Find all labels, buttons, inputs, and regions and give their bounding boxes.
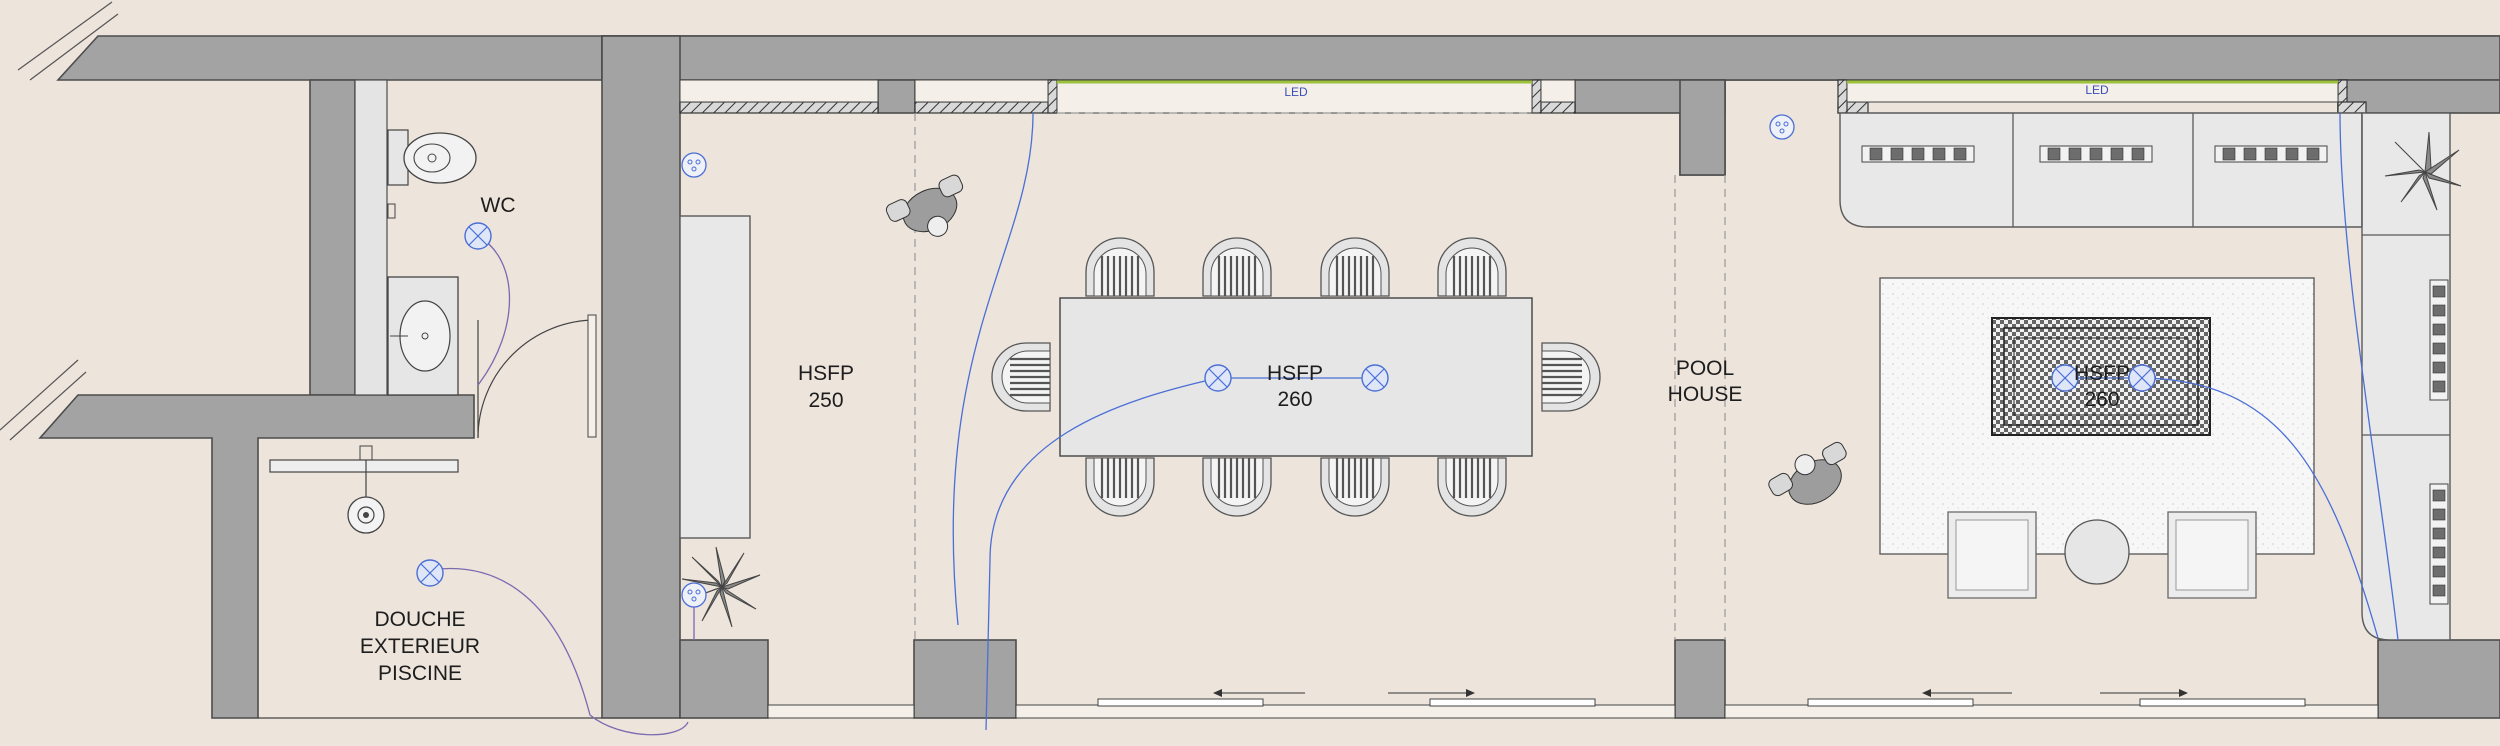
lamp-shower — [416, 559, 444, 587]
armchair-right — [2167, 511, 2257, 599]
walls — [38, 35, 2500, 719]
plant-right — [2384, 131, 2462, 211]
outdoor-shower — [269, 445, 459, 534]
room-label-dining-2: 260 — [1277, 388, 1312, 411]
room-label-left-1: HSFP — [798, 362, 854, 385]
sofa-top — [1839, 112, 2363, 228]
wc-door — [477, 314, 597, 439]
side-table — [2064, 519, 2130, 585]
top-windows — [679, 79, 2339, 114]
socket-icon — [681, 114, 1795, 608]
room-label-douche-3: PISCINE — [378, 662, 462, 685]
cut-marks — [0, 1, 119, 441]
armchair-left — [1947, 511, 2037, 599]
room-label-pool-1: POOL — [1676, 357, 1734, 380]
chair-end-left — [991, 342, 1051, 412]
room-label-dining-1: HSFP — [1267, 362, 1323, 385]
dining-table — [1059, 297, 1533, 457]
chair-bottom-4 — [1437, 457, 1507, 517]
room-label-lounge-2: 260 — [2084, 388, 2119, 411]
lamp-dining-2 — [1361, 364, 1389, 392]
led-label-left: LED — [1284, 85, 1308, 99]
room-label-wc: WC — [481, 194, 516, 217]
chair-top-3 — [1320, 237, 1390, 297]
washbasin — [387, 276, 459, 396]
led-label-right: LED — [2085, 83, 2109, 97]
lamp-lounge-2 — [2128, 364, 2156, 392]
dining-chairs — [991, 237, 1601, 517]
person-figure-2 — [1768, 441, 1847, 505]
chair-bottom-3 — [1320, 457, 1390, 517]
person-figure — [885, 174, 964, 237]
cushion-5 — [2429, 483, 2449, 605]
room-label-pool-2: HOUSE — [1668, 383, 1743, 406]
chair-top-2 — [1202, 237, 1272, 297]
console-cabinet — [679, 215, 751, 539]
chair-end-right — [1541, 342, 1601, 412]
lamp-lounge-1 — [2051, 364, 2079, 392]
chair-bottom-1 — [1085, 457, 1155, 517]
lamp-wc — [464, 222, 492, 250]
toilet — [387, 129, 477, 186]
cushion-2 — [2039, 145, 2153, 163]
chair-bottom-2 — [1202, 457, 1272, 517]
room-label-douche-2: EXTERIEUR — [360, 635, 480, 658]
room-label-left-2: 250 — [808, 389, 843, 412]
room-label-lounge-1: HSFP — [2074, 362, 2130, 385]
cushion-1 — [1861, 145, 1975, 163]
lamp-dining-1 — [1204, 364, 1232, 392]
cushion-3 — [2214, 145, 2328, 163]
wiring — [429, 112, 2399, 736]
chair-top-4 — [1437, 237, 1507, 297]
room-label-douche-1: DOUCHE — [374, 608, 465, 631]
cushion-4 — [2429, 279, 2449, 401]
bottom-glazing — [258, 689, 2379, 719]
chair-top-1 — [1085, 237, 1155, 297]
sofa-right — [2361, 112, 2451, 641]
sofa-cushions — [1861, 145, 2449, 605]
